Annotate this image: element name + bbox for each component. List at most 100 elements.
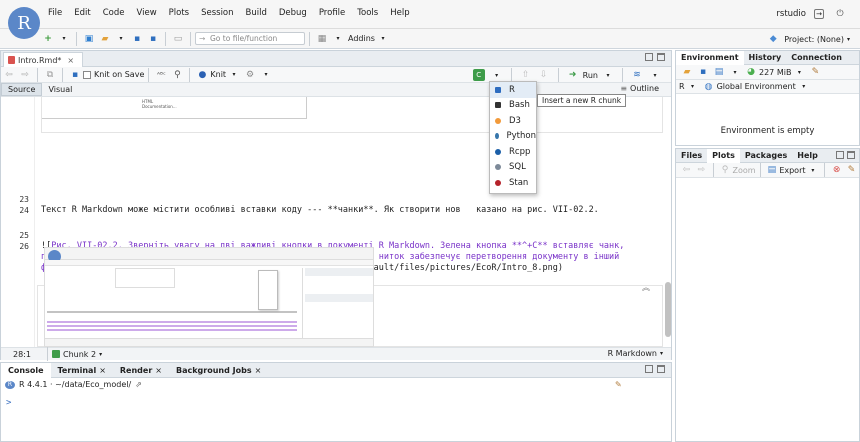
save-icon[interactable]: ▪: [71, 69, 79, 80]
chevron-down-icon[interactable]: ▾: [232, 71, 236, 78]
memory-usage[interactable]: 227 MiB: [759, 67, 792, 77]
editor-scrollbar[interactable]: [665, 282, 671, 337]
save-icon[interactable]: ▪: [699, 67, 707, 77]
run-button[interactable]: Run: [582, 70, 598, 80]
chunk-menu-item-python[interactable]: Python: [490, 129, 536, 145]
menu-tools[interactable]: Tools: [357, 8, 379, 18]
tab-intro-rmd[interactable]: Intro.Rmd* ×: [3, 52, 84, 67]
new-project-icon[interactable]: ▣: [84, 33, 94, 44]
chevron-down-icon[interactable]: ▾: [691, 83, 695, 90]
close-icon[interactable]: ×: [254, 365, 262, 375]
forward-arrow-icon[interactable]: ⇨: [21, 69, 29, 80]
minimize-pane-icon[interactable]: [836, 151, 844, 159]
grid-layout-icon[interactable]: ▦: [317, 33, 327, 44]
knit-button[interactable]: Knit: [210, 70, 227, 79]
close-icon[interactable]: ×: [99, 365, 106, 375]
show-in-window-icon[interactable]: ⧉: [46, 69, 54, 80]
menu-session[interactable]: Session: [201, 8, 234, 18]
menu-debug[interactable]: Debug: [278, 8, 307, 18]
previous-plot-icon[interactable]: ⇦: [682, 165, 691, 175]
close-icon[interactable]: ×: [155, 365, 162, 375]
chunk-menu-item-sql[interactable]: SQL: [490, 160, 536, 176]
tab-packages[interactable]: Packages: [744, 151, 788, 160]
print-icon[interactable]: ▭: [173, 33, 183, 44]
publish-icon[interactable]: ≋: [633, 70, 641, 80]
menu-edit[interactable]: Edit: [74, 8, 91, 18]
menu-view[interactable]: View: [136, 8, 157, 18]
new-file-icon[interactable]: +: [44, 33, 52, 44]
zoom-button[interactable]: Zoom: [732, 165, 756, 175]
tab-console[interactable]: Console: [1, 362, 51, 378]
settings-gear-icon[interactable]: ⚙: [246, 69, 255, 80]
remove-plot-icon[interactable]: ⊗: [832, 165, 841, 175]
environment-scope-select[interactable]: Global Environment: [716, 82, 796, 91]
chevron-down-icon[interactable]: ▾: [264, 71, 268, 78]
sign-out-icon[interactable]: →: [814, 9, 824, 19]
tab-environment[interactable]: Environment: [676, 50, 744, 65]
minimize-pane-icon[interactable]: [645, 365, 653, 373]
source-mode-button[interactable]: Source: [1, 83, 43, 96]
insert-chunk-icon[interactable]: C: [472, 69, 485, 81]
export-icon[interactable]: ▤: [767, 165, 777, 175]
go-up-icon[interactable]: ⇧: [521, 70, 530, 80]
save-all-icon[interactable]: ▪: [149, 33, 157, 44]
minimize-pane-icon[interactable]: [645, 53, 653, 61]
tab-terminal[interactable]: Terminal×: [51, 363, 113, 378]
open-file-icon[interactable]: ▰: [101, 33, 109, 44]
tab-plots[interactable]: Plots: [707, 148, 740, 163]
tab-background-jobs[interactable]: Background Jobs×: [169, 363, 268, 378]
knit-on-save-checkbox[interactable]: [83, 70, 91, 79]
spellcheck-icon[interactable]: ᴬᴮᶜ: [157, 70, 166, 79]
broom-icon[interactable]: ✎: [615, 380, 622, 389]
import-dataset-icon[interactable]: ▤: [714, 67, 724, 77]
chevron-down-icon[interactable]: ▾: [495, 71, 499, 79]
next-plot-icon[interactable]: ⇨: [697, 165, 706, 175]
tab-files[interactable]: Files: [681, 151, 703, 160]
menu-file[interactable]: File: [48, 8, 63, 18]
chevron-down-icon[interactable]: ▾: [381, 35, 385, 42]
close-icon[interactable]: ×: [67, 55, 75, 65]
chevron-down-icon[interactable]: ▾: [119, 35, 123, 42]
chevron-down-icon[interactable]: ▾: [811, 166, 815, 174]
collapse-preview-icon[interactable]: ︽: [642, 283, 650, 292]
open-folder-icon[interactable]: ▰: [683, 67, 691, 77]
chevron-down-icon[interactable]: ▾: [653, 71, 657, 79]
menu-help[interactable]: Help: [390, 8, 410, 18]
chunk-menu-item-rcpp[interactable]: Rcpp: [490, 144, 536, 160]
menu-plots[interactable]: Plots: [168, 8, 190, 18]
tab-help[interactable]: Help: [797, 151, 818, 160]
chunk-menu-item-d3[interactable]: D3: [490, 113, 536, 129]
tab-connections[interactable]: Connection: [791, 53, 842, 62]
chevron-down-icon[interactable]: ▾: [336, 35, 340, 42]
run-arrow-icon[interactable]: ➜: [568, 70, 577, 80]
chevron-down-icon[interactable]: ▾: [733, 68, 737, 76]
chunk-menu-item-stan[interactable]: Stan: [490, 175, 536, 191]
project-menu[interactable]: ◆ Project: (None) ▾: [765, 33, 850, 45]
go-down-icon[interactable]: ⇩: [539, 70, 548, 80]
goto-file-input[interactable]: Go to file/function: [195, 32, 305, 45]
chevron-down-icon[interactable]: ▾: [797, 68, 801, 76]
back-arrow-icon[interactable]: ⇦: [5, 69, 13, 80]
outline-button[interactable]: ≡ Outline: [620, 84, 659, 93]
chevron-down-icon[interactable]: ▾: [62, 35, 66, 42]
chevron-down-icon[interactable]: ▾: [802, 83, 806, 90]
addins-button[interactable]: Addins: [348, 34, 375, 43]
menu-code[interactable]: Code: [102, 8, 125, 18]
maximize-pane-icon[interactable]: [847, 151, 855, 159]
broom-icon[interactable]: ✎: [847, 165, 856, 175]
goto-directory-icon[interactable]: ⇗: [135, 380, 142, 389]
memory-pie-icon[interactable]: ◕: [747, 67, 755, 77]
file-type-menu[interactable]: R Markdown ▾: [608, 349, 663, 358]
knit-yarn-icon[interactable]: ●: [198, 69, 207, 80]
power-icon[interactable]: ⏻: [836, 9, 844, 19]
chevron-down-icon[interactable]: ▾: [606, 71, 610, 79]
chunk-menu-item-bash[interactable]: Bash: [490, 98, 536, 114]
chunk-menu-item-r[interactable]: R: [490, 82, 536, 98]
menu-build[interactable]: Build: [245, 8, 267, 18]
find-icon[interactable]: ⚲: [174, 69, 181, 80]
tab-render[interactable]: Render×: [113, 363, 169, 378]
zoom-icon[interactable]: ⚲: [721, 165, 729, 175]
export-button[interactable]: Export: [779, 165, 806, 175]
menu-profile[interactable]: Profile: [318, 8, 346, 18]
chevron-down-icon[interactable]: ▾: [99, 350, 103, 358]
